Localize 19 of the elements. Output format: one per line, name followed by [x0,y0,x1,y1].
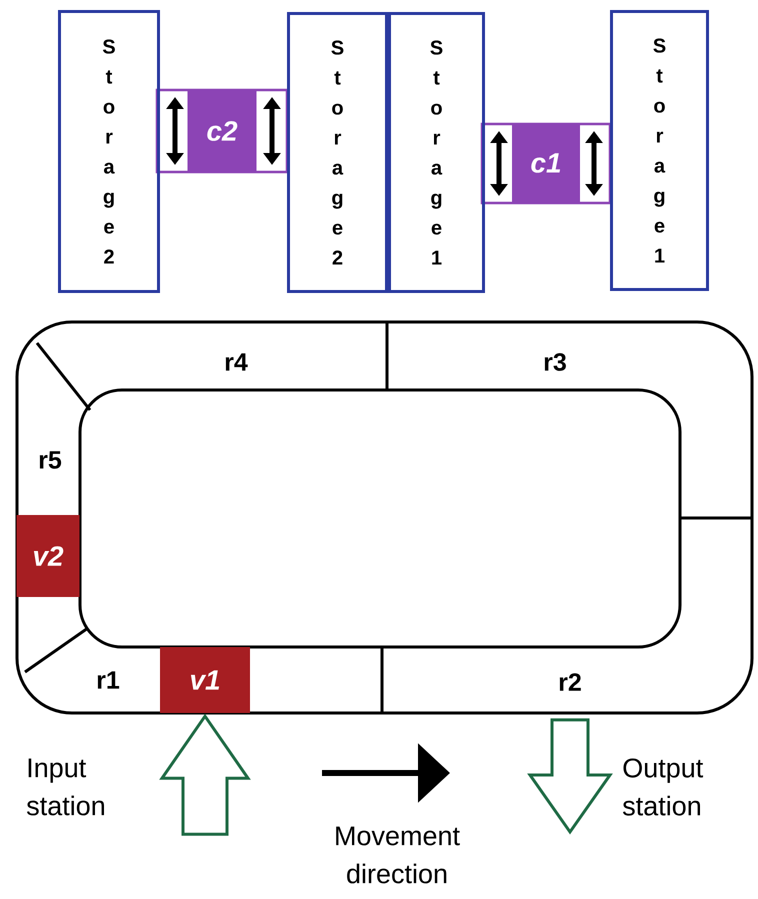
station-label: Input station [26,758,104,816]
segment-label: r3 [544,353,566,371]
node-label: c2 [207,121,238,141]
storage-box: Storage 1 [610,10,709,291]
storage-box: Storage 2 [287,12,388,293]
vehicle-box: v1 [160,647,250,713]
segment-label: r1 [98,671,120,689]
node-label: c1 [531,153,560,173]
station-label: Output station [622,758,704,816]
segment-label: r5 [40,451,62,469]
storage-box: Storage 2 [58,10,160,293]
output-arrow [527,718,613,835]
segment-label: r2 [560,673,581,691]
storage-box: Storage 1 [388,12,485,293]
crane-box: c2 [188,90,256,172]
crane-box: c1 [512,124,580,202]
segment-label: r4 [226,353,248,371]
vehicle-box: v2 [16,515,80,597]
direction-label: Movement direction [336,826,460,884]
